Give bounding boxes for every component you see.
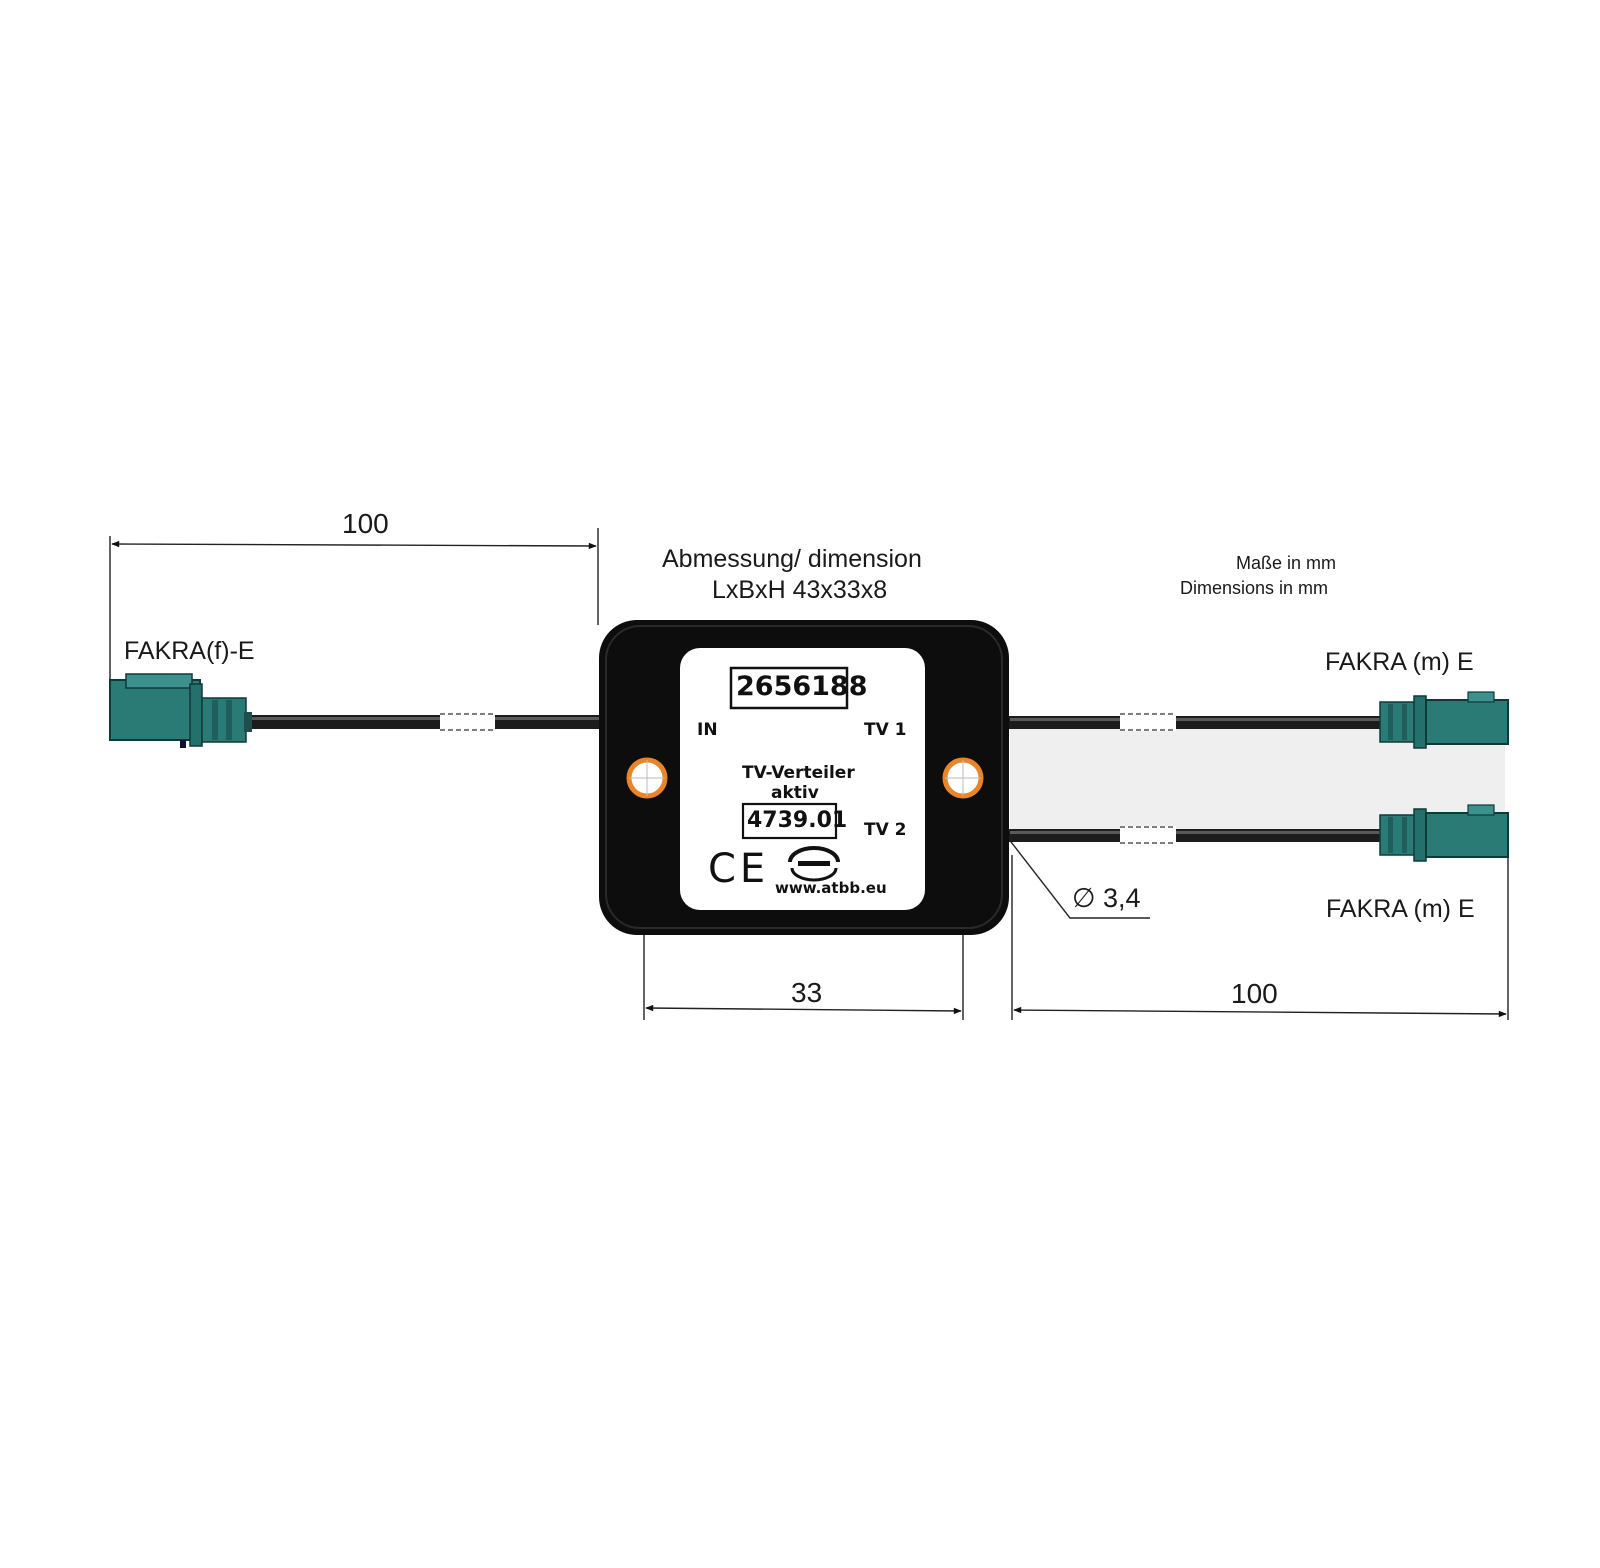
port-tv1-label: TV 1 (864, 720, 907, 740)
dim-hole-diameter: ∅ 3,4 (1072, 883, 1141, 913)
dim-line-housing (645, 1004, 962, 1015)
splitter-housing (599, 620, 1009, 935)
units-en: Dimensions in mm (1180, 578, 1329, 598)
dim-line-right (1013, 1006, 1507, 1018)
dim-left-cable-length: 100 (342, 508, 389, 539)
dimension-lines (109, 528, 1509, 1020)
dimension-title: Abmessung/ dimension (662, 545, 922, 573)
output-cable-2 (1008, 826, 1383, 844)
port-in-label: IN (697, 720, 718, 740)
mounting-hole-left-icon (626, 757, 668, 799)
input-cable (250, 713, 602, 731)
part-number: 2656188 (736, 671, 868, 702)
output-connector-1-label: FAKRA (m) E (1325, 648, 1474, 676)
part-number-frame (729, 666, 849, 710)
device-name-line1: TV-Verteiler (742, 763, 855, 783)
ce-mark-icon: CE (708, 846, 770, 892)
dimension-value: LxBxH 43x33x8 (712, 576, 888, 604)
device-name-line2: aktiv (771, 783, 819, 803)
model-number-frame (741, 802, 838, 840)
manufacturer-logo-icon (788, 846, 840, 882)
output-connector-1-icon (1379, 691, 1509, 749)
output-connector-2-label: FAKRA (m) E (1326, 895, 1475, 923)
units-de: Maße in mm (1236, 553, 1337, 573)
output-connector-2-icon (1379, 804, 1509, 862)
output-cable-1 (1008, 713, 1383, 731)
input-connector-icon (109, 673, 252, 748)
dim-housing-width: 33 (791, 977, 823, 1008)
model-number: 4739.01 (747, 808, 848, 833)
device-label-area (680, 648, 925, 910)
port-tv2-label: TV 2 (864, 820, 907, 840)
dim-right-cable-length: 100 (1231, 978, 1278, 1009)
dim-line-left (111, 540, 597, 550)
mounting-hole-right-icon (942, 757, 984, 799)
input-connector-label: FAKRA(f)-E (124, 637, 255, 665)
website-url: www.atbb.eu (775, 879, 887, 897)
